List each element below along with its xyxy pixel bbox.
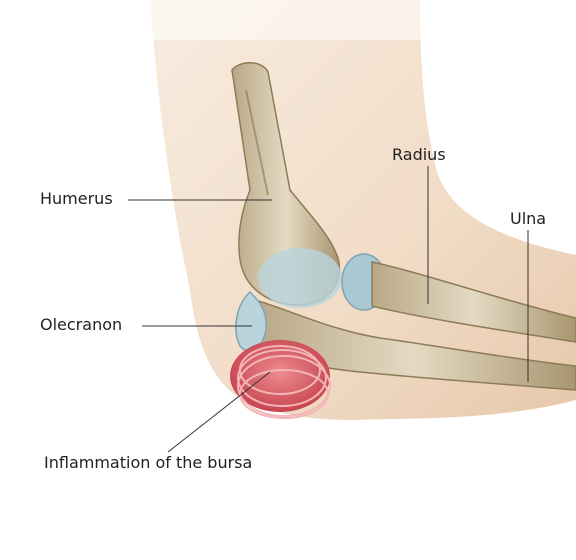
humerus-label: Humerus: [40, 191, 113, 207]
olecranon-label: Olecranon: [40, 317, 122, 333]
arm-fade-top: [130, 0, 440, 40]
ulna-label: Ulna: [510, 211, 546, 227]
bursa-label: Inflammation of the bursa: [44, 455, 252, 471]
humerus-cartilage: [258, 248, 342, 308]
radius-label: Radius: [392, 147, 446, 163]
